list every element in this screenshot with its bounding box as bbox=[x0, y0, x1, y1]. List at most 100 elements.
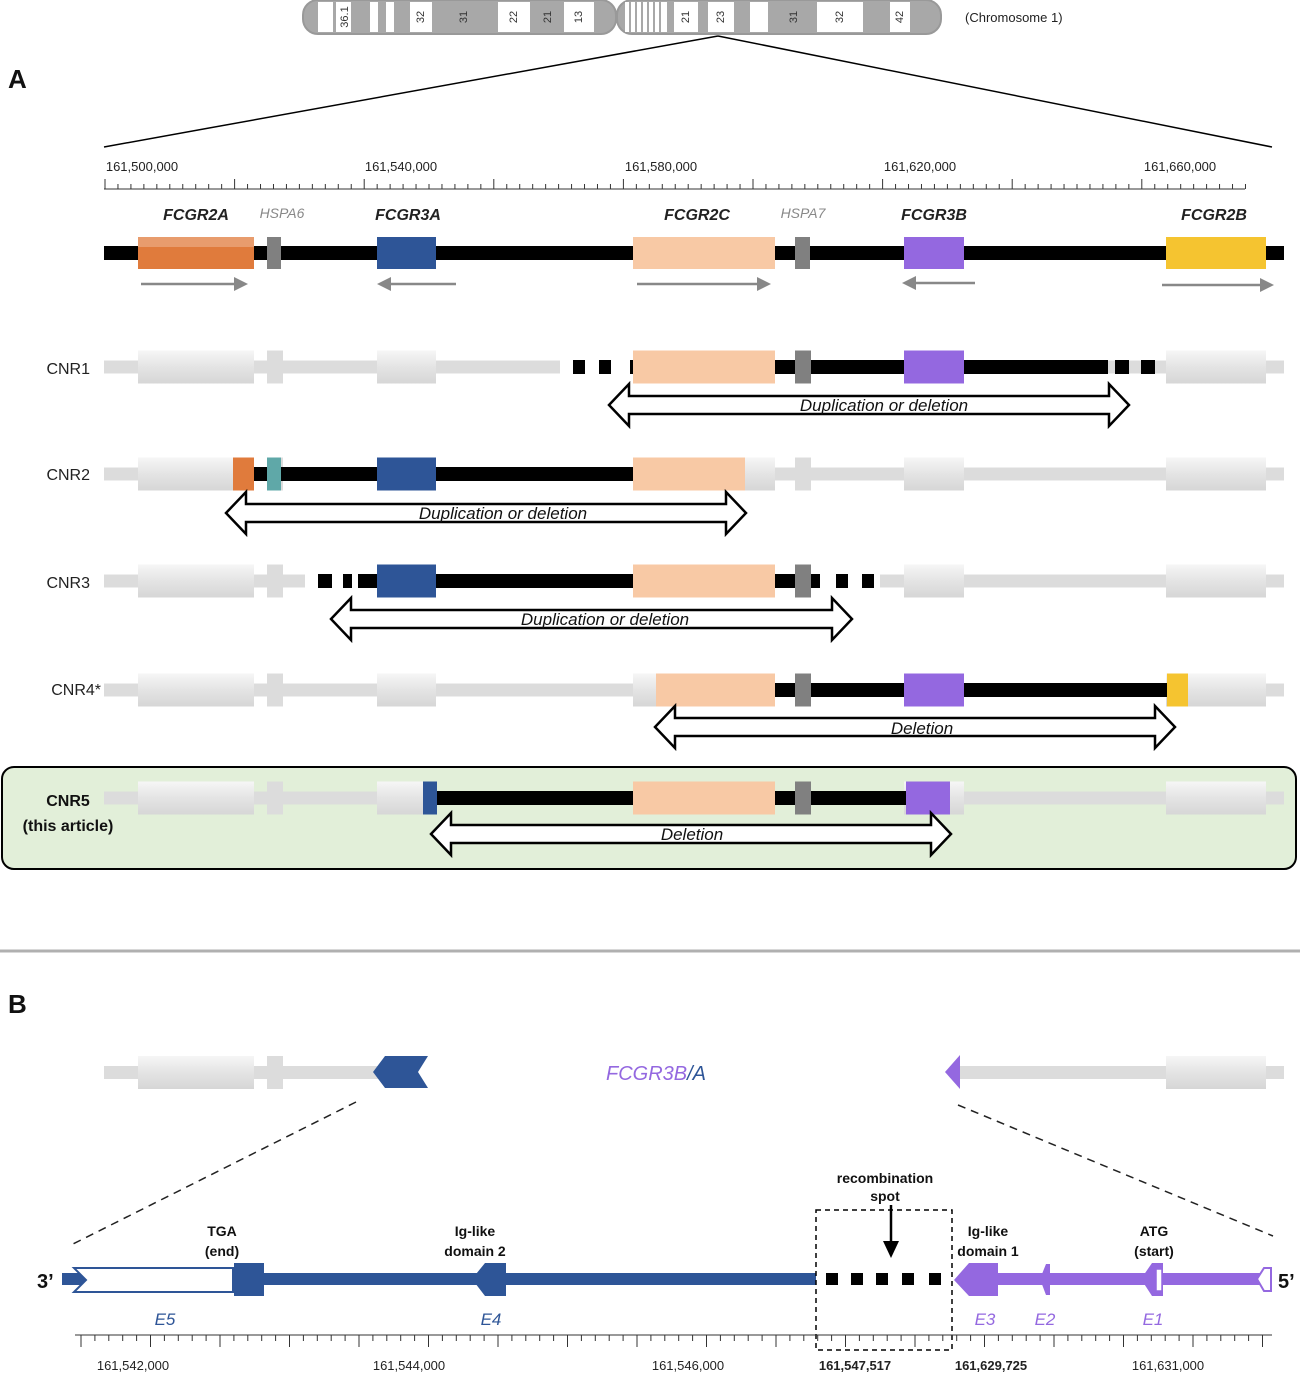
cnr5-label: CNR5 bbox=[46, 793, 90, 810]
gene-label-fcgr2b: FCGR2B bbox=[1181, 207, 1247, 224]
band-label: 21 bbox=[542, 11, 554, 23]
gene-box-fcgr3b-partial bbox=[906, 781, 950, 815]
band-label: 21 bbox=[680, 11, 692, 23]
ig1-label: Ig-like bbox=[968, 1223, 1009, 1239]
panel-a-letter: A bbox=[8, 64, 27, 94]
gene-label-hspa6: HSPA6 bbox=[260, 205, 305, 221]
gene-box-hspa7 bbox=[795, 673, 811, 707]
cnr2-double-arrow bbox=[224, 488, 748, 538]
cnr3-label: CNR3 bbox=[46, 575, 90, 592]
tga-label: TGA bbox=[207, 1223, 237, 1239]
five-prime-label: 5’ bbox=[1278, 1271, 1295, 1293]
scale-label-bold: 161,629,725 bbox=[955, 1358, 1027, 1373]
scale-label: 161,631,000 bbox=[1132, 1358, 1204, 1373]
gene-box-fcgr2c-partial bbox=[633, 457, 745, 491]
hspa-box-inactive bbox=[267, 564, 283, 598]
gene-box-hspa6 bbox=[267, 457, 281, 491]
cnr4-double-arrow bbox=[653, 702, 1177, 752]
gene-box-fcgr3b bbox=[904, 237, 964, 269]
fcgr3a-fragment bbox=[373, 1056, 428, 1088]
band-label: 23 bbox=[715, 11, 727, 23]
cnv-boundary-dash bbox=[836, 574, 848, 588]
exon-label-e3: E3 bbox=[975, 1310, 996, 1329]
gene-box-fcgr2a bbox=[138, 237, 254, 269]
cnr1-label: CNR1 bbox=[46, 361, 90, 378]
gene-box-fcgr2c-partial bbox=[656, 673, 775, 707]
recombination-label: recombination bbox=[837, 1170, 933, 1186]
exon-e5-box bbox=[71, 1267, 234, 1293]
hspa-box-inactive bbox=[267, 673, 283, 707]
gene-box-inactive bbox=[138, 564, 254, 598]
recombination-segment bbox=[826, 1273, 941, 1285]
cnr3-arrow-label: Duplication or deletion bbox=[521, 610, 689, 629]
three-prime-label: 3’ bbox=[37, 1271, 54, 1293]
gene-box-hspa6 bbox=[267, 237, 281, 269]
cnv-boundary-dash bbox=[318, 574, 332, 588]
cnv-boundary-dash bbox=[862, 574, 874, 588]
hspa-box-inactive bbox=[795, 457, 811, 491]
cnv-segment bbox=[233, 467, 745, 481]
scale-label: 161,660,000 bbox=[1144, 159, 1216, 174]
exon-e2-box bbox=[1040, 1264, 1050, 1295]
ruler-a: 161,500,000 161,540,000 161,580,000 161,… bbox=[104, 159, 1246, 190]
exon-label-e2: E2 bbox=[1035, 1310, 1056, 1329]
gene-box-fcgr3b bbox=[904, 350, 964, 384]
gene-box-fcgr2c bbox=[633, 350, 775, 384]
gene-box-inactive bbox=[377, 673, 436, 707]
scale-label: 161,620,000 bbox=[884, 159, 956, 174]
cnv-boundary-dash bbox=[343, 574, 352, 588]
exon-e4-box bbox=[472, 1263, 506, 1296]
hspa-box-inactive bbox=[267, 781, 283, 815]
zoom-line-right bbox=[717, 35, 1273, 148]
reference-locus bbox=[104, 237, 1284, 292]
chromosome-label: (Chromosome 1) bbox=[965, 10, 1063, 25]
gene-box-inactive bbox=[1166, 457, 1266, 491]
cnr5-arrow-label: Deletion bbox=[661, 825, 723, 844]
exon-e3-box bbox=[954, 1263, 998, 1296]
cnr2-arrow-label: Duplication or deletion bbox=[419, 504, 587, 523]
chromosome-ideogram: 36.1 32 31 22 21 13 21 23 31 32 42 (Chro… bbox=[302, 0, 1063, 35]
gene-box-inactive bbox=[138, 350, 254, 384]
cnr5-double-arrow bbox=[429, 809, 953, 859]
cnr3-double-arrow bbox=[329, 594, 854, 644]
exon-label-e5: E5 bbox=[155, 1310, 176, 1329]
recombination-arrow bbox=[883, 1241, 899, 1258]
gene-box-hspa7 bbox=[795, 781, 811, 815]
zoom-line-left bbox=[103, 35, 719, 148]
gene-box-inactive bbox=[904, 564, 964, 598]
cnr4-arrow-label: Deletion bbox=[891, 719, 953, 738]
zoom-dash-right bbox=[957, 1104, 1274, 1237]
gene-box-fcgr3a bbox=[377, 237, 436, 269]
gene-box-inactive bbox=[1166, 564, 1266, 598]
band-label: 36.1 bbox=[339, 6, 351, 27]
ruler-b: 161,542,000 161,544,000 161,546,000 161,… bbox=[75, 1334, 1272, 1373]
ig2-label: Ig-like bbox=[455, 1223, 496, 1239]
gene-box-fcgr3a bbox=[377, 564, 436, 598]
gene-label-fcgr3b: FCGR3B bbox=[901, 207, 967, 224]
band-label: 32 bbox=[834, 11, 846, 23]
band-label: 31 bbox=[788, 11, 800, 23]
band-label: 32 bbox=[415, 11, 427, 23]
hspa-box-inactive bbox=[267, 350, 283, 384]
fusion-gene-label: FCGR3B/A bbox=[606, 1063, 706, 1085]
fusion-gene-detail: 3’ 5’ TGA (end) Ig-like domain 2 recombi… bbox=[37, 1170, 1295, 1351]
gene-label-fcgr2c: FCGR2C bbox=[664, 207, 730, 224]
exon-e5-coding bbox=[234, 1263, 264, 1296]
gene-box-inactive bbox=[138, 781, 254, 815]
cnr2-label: CNR2 bbox=[46, 467, 90, 484]
ig2-sublabel: domain 2 bbox=[444, 1243, 506, 1259]
gene-box-fcgr3b bbox=[904, 673, 964, 707]
tga-sublabel: (end) bbox=[205, 1243, 239, 1259]
zoom-dash-left bbox=[70, 1101, 357, 1246]
gene-box-hspa7 bbox=[795, 350, 811, 384]
gene-box-fcgr2c bbox=[633, 781, 775, 815]
fusion-overview: FCGR3B/A bbox=[104, 1055, 1284, 1089]
ig1-sublabel: domain 1 bbox=[957, 1243, 1019, 1259]
gene-box-inactive bbox=[904, 457, 964, 491]
cnv-boundary-dash bbox=[1115, 360, 1129, 374]
atg-sublabel: (start) bbox=[1134, 1243, 1174, 1259]
gene-box-fcgr2c bbox=[633, 237, 775, 269]
scale-label-bold: 161,547,517 bbox=[819, 1358, 891, 1373]
exon-label-e4: E4 bbox=[481, 1310, 502, 1329]
panel-b-letter: B bbox=[8, 989, 27, 1019]
